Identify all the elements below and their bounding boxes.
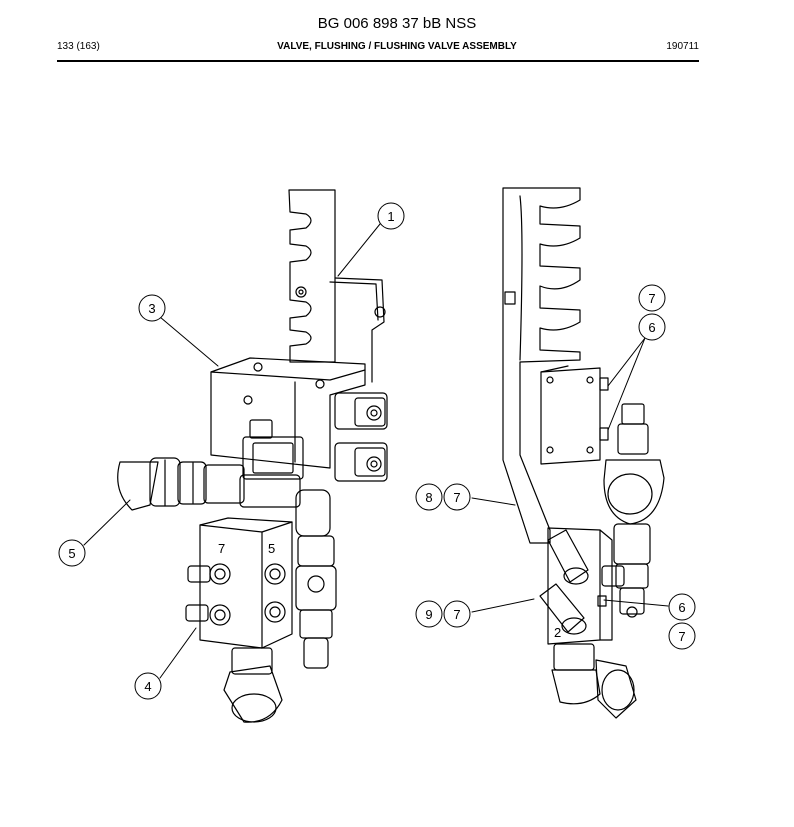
callout-circle-3 <box>138 294 166 322</box>
callout-bubbles <box>58 202 696 700</box>
bottom-elbow-right <box>551 643 637 719</box>
callout-circle-6-top <box>638 313 666 341</box>
callout-label-5: 5 <box>68 546 75 561</box>
vertical-fitting-left <box>295 535 337 669</box>
upper-block-right <box>540 365 609 465</box>
callout-circle-7-bottom <box>668 622 696 650</box>
callout-circle-8 <box>415 483 443 511</box>
bottom-elbow-left <box>223 647 283 723</box>
left-view: 7 5 <box>117 189 388 723</box>
callout-circle-4 <box>134 672 162 700</box>
callout-circle-9 <box>415 600 443 628</box>
upper-fitting-right <box>603 403 665 525</box>
callout-circle-1 <box>377 202 405 230</box>
port-marking-2: 2 <box>554 625 561 640</box>
bracket-left <box>288 189 386 383</box>
right-view: 2 <box>502 187 665 719</box>
angled-fittings-right <box>539 529 589 635</box>
port-marking-5: 5 <box>268 541 275 556</box>
callout-label-6-top: 6 <box>648 320 655 335</box>
callout-label-7-bottom: 7 <box>678 629 685 644</box>
header-rule <box>57 60 699 62</box>
callout-circle-6-bottom <box>668 593 696 621</box>
callout-circle-7-mid <box>443 483 471 511</box>
callout-label-9: 9 <box>425 607 432 622</box>
callout-circle-7-low <box>443 600 471 628</box>
callout-label-7-mid: 7 <box>453 490 460 505</box>
solenoid-coils-left <box>242 392 388 482</box>
callout-circle-5 <box>58 539 86 567</box>
callout-circle-7-top <box>638 284 666 312</box>
date-code: 190711 <box>666 41 699 52</box>
document-number: BG 006 898 37 bB NSS <box>317 15 477 32</box>
port-marking-7: 7 <box>218 541 225 556</box>
bracket-right <box>502 187 581 544</box>
hose-fitting-left <box>117 457 331 537</box>
callout-label-7-low: 7 <box>453 607 460 622</box>
manifold-block-left <box>210 357 366 469</box>
callout-label-3: 3 <box>148 301 155 316</box>
callout-label-7-top: 7 <box>648 291 655 306</box>
callout-label-1: 1 <box>387 209 394 224</box>
callout-label-6-bottom: 6 <box>678 600 685 615</box>
callout-label-4: 4 <box>144 679 151 694</box>
callout-label-8: 8 <box>425 490 432 505</box>
valve-body-left <box>185 517 293 649</box>
leader-lines <box>83 223 669 679</box>
page-title: VALVE, FLUSHING / FLUSHING VALVE ASSEMBL… <box>277 41 517 52</box>
callout-labels: 1 3 5 4 7 6 8 7 9 7 6 7 <box>68 209 685 694</box>
page-number: 133 (163) <box>57 41 100 52</box>
